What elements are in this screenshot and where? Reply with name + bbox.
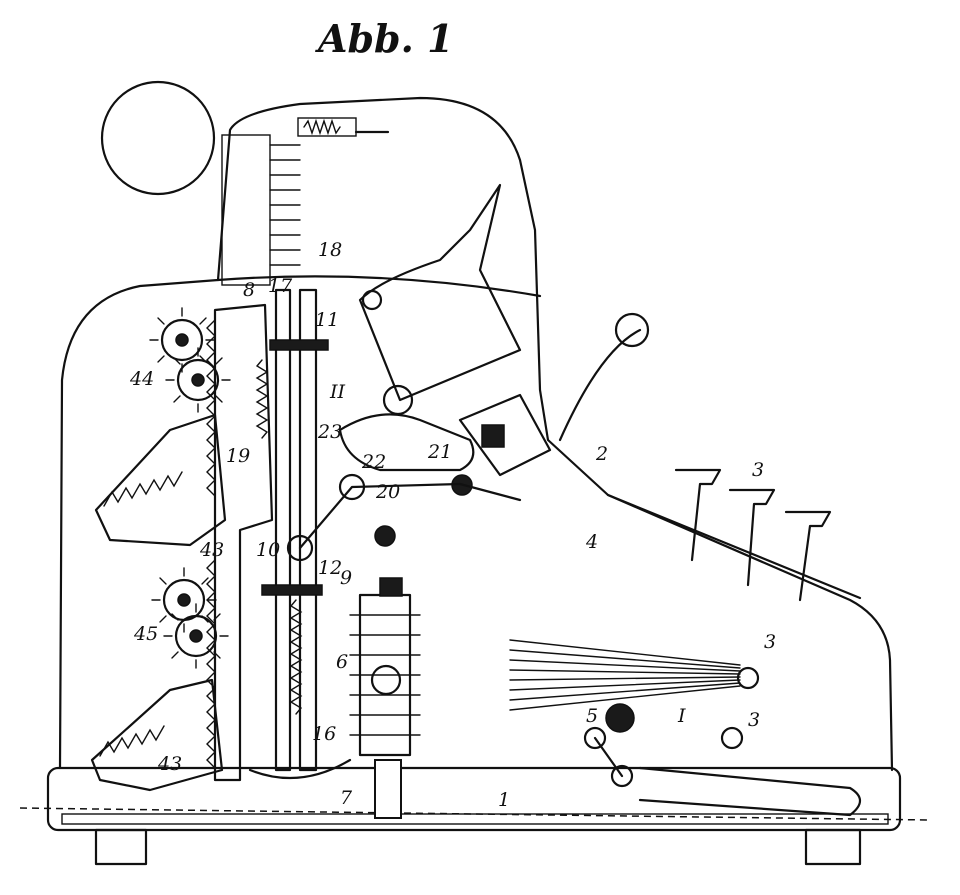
label-3-lower: 3 <box>748 709 760 731</box>
top-spring <box>303 118 341 136</box>
top-spring-housing <box>297 117 357 137</box>
spring-43-lower <box>99 725 165 757</box>
fan-pivot <box>605 703 635 733</box>
lower-key-pivot <box>720 726 744 750</box>
upper-pivot <box>361 289 383 311</box>
gear-44-lower <box>165 347 231 413</box>
spring-43-upper <box>103 471 183 507</box>
label-5: 5 <box>586 705 598 727</box>
upper-rack-bar <box>213 303 274 782</box>
lever-7 <box>248 758 352 780</box>
vertical-rod-a <box>274 288 292 772</box>
lower-rack-teeth <box>206 559 216 769</box>
cam-block <box>458 393 552 477</box>
label-43-lower: 43 <box>157 753 182 775</box>
base-hatching <box>61 813 889 825</box>
vertical-rod-b <box>298 288 318 772</box>
link-pivot-lower <box>583 726 607 750</box>
label-22: 22 <box>361 451 386 473</box>
label-7: 7 <box>340 787 353 809</box>
housing-outline <box>58 96 894 772</box>
label-4-key: 4 <box>585 531 598 553</box>
label-16: 16 <box>312 723 336 745</box>
label-1: 1 <box>498 789 510 811</box>
figure-title: Abb. 1 <box>315 16 454 61</box>
key-3-a <box>674 468 722 562</box>
label-11: 11 <box>315 309 339 331</box>
rod-spring-16 <box>289 599 303 715</box>
label-8: 8 <box>243 279 255 301</box>
label-9: 9 <box>340 567 352 589</box>
label-II: II <box>329 381 346 403</box>
fan-rods-5 <box>509 639 741 711</box>
upper-rack-teeth <box>206 319 216 497</box>
counter-cap <box>379 577 403 597</box>
counter-support <box>374 759 402 819</box>
label-21: 21 <box>427 441 452 463</box>
lower-link <box>593 736 624 778</box>
foot-left <box>94 828 148 866</box>
rod-spring-19 <box>255 359 269 439</box>
pivot-II <box>382 384 414 416</box>
lever-43-upper <box>94 413 227 547</box>
gear-45-lower <box>163 603 229 669</box>
lever-43-lower <box>90 678 224 792</box>
label-23: 23 <box>317 421 342 443</box>
label-12: 12 <box>318 557 342 579</box>
label-45: 45 <box>133 623 158 645</box>
key-3-c <box>784 510 832 602</box>
foot-right <box>804 828 862 866</box>
label-19: 19 <box>226 445 250 467</box>
counter-axle <box>370 664 402 696</box>
base-plate <box>46 766 902 832</box>
indicator-teeth <box>269 144 301 266</box>
crank-handle-knob <box>614 312 650 348</box>
label-2: 2 <box>595 443 608 465</box>
cam-square <box>481 424 505 448</box>
crank-handle-arm <box>558 328 642 442</box>
link-rod-main <box>298 482 522 550</box>
link-22 <box>338 413 475 472</box>
crossbar-11 <box>269 339 329 351</box>
key-3-b <box>728 488 776 587</box>
crossbar-12 <box>261 584 323 596</box>
label-44: 44 <box>129 368 154 390</box>
indicator-drum <box>221 134 271 286</box>
label-3-top: 3 <box>752 459 764 481</box>
keyboard-deck <box>606 493 862 600</box>
gear-44-upper <box>149 307 215 373</box>
label-18: 18 <box>318 239 342 261</box>
lower-cylinder <box>638 766 862 817</box>
label-17: 17 <box>268 275 293 297</box>
base-centerline <box>19 807 931 821</box>
label-6: 6 <box>336 651 348 673</box>
label-I: I <box>677 705 686 727</box>
cylinder-pivot <box>610 764 634 788</box>
display-window-circle <box>100 80 216 196</box>
label-3-right: 3 <box>764 631 776 653</box>
pivot-10 <box>286 534 314 562</box>
label-10: 10 <box>256 539 280 561</box>
label-43-upper: 43 <box>199 539 224 561</box>
housing-shoulder <box>216 275 542 298</box>
label-20: 20 <box>375 481 400 503</box>
upper-pawl-assembly <box>358 183 522 402</box>
fan-end-pivot <box>736 666 760 690</box>
pivot-shaft <box>374 525 396 547</box>
